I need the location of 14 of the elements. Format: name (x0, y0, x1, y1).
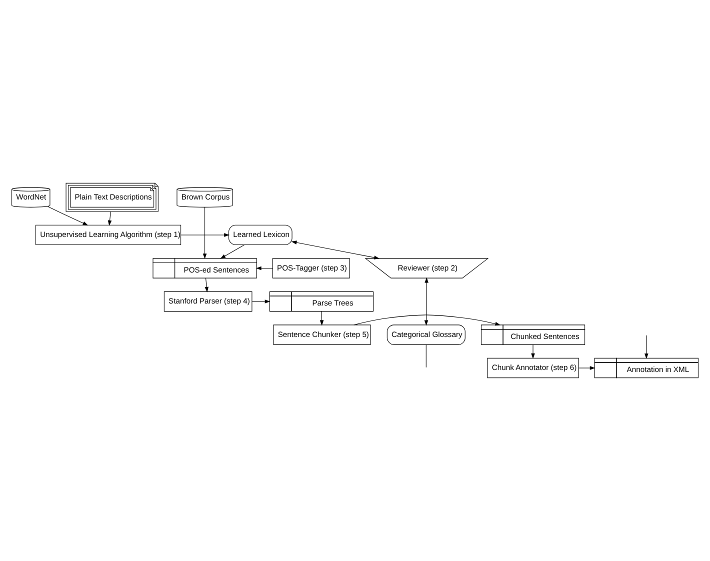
arrow (256, 266, 273, 270)
arrow (108, 211, 112, 226)
arrow (252, 300, 270, 304)
arrow (578, 366, 596, 370)
arrow (48, 206, 88, 226)
arrow (644, 335, 648, 359)
arrow (204, 278, 209, 292)
arrow (220, 244, 245, 259)
arrow (424, 277, 428, 326)
arrow (531, 344, 535, 359)
arrow (320, 311, 324, 326)
arrow (202, 207, 207, 260)
arrow (291, 240, 380, 260)
arrow (180, 233, 230, 237)
